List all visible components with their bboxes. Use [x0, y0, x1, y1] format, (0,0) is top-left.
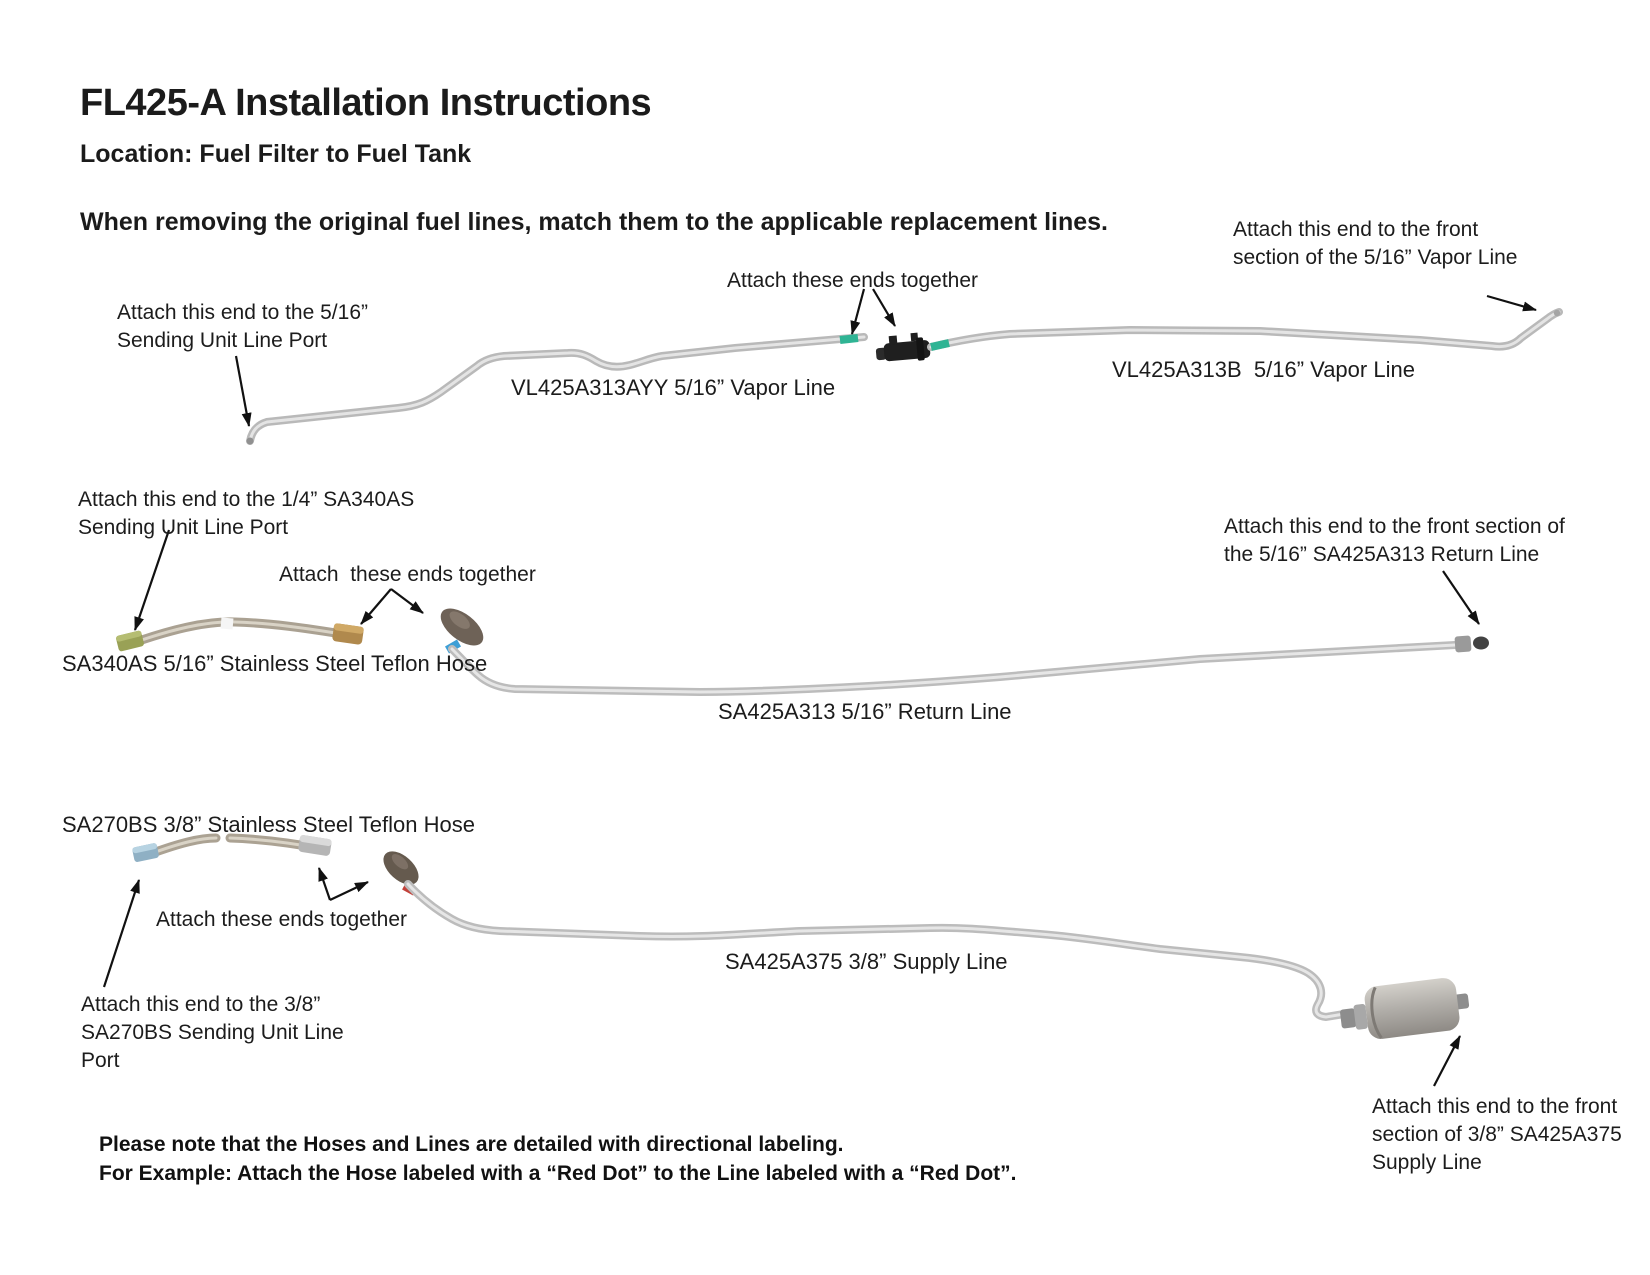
vapor-line-1-image: [246, 333, 868, 445]
vapor-line-2-image: [927, 308, 1563, 351]
line-end-fitting: [383, 851, 419, 885]
line-end-fitting-right: [1454, 635, 1489, 653]
supply-line-image: [383, 851, 1470, 1039]
annotation-return-attach-together: Attach these ends together: [279, 563, 536, 586]
arrow: [317, 867, 332, 901]
arrow: [234, 355, 252, 427]
annotation-supply-front: Attach this end to the front section of …: [1372, 1095, 1622, 1174]
annotation-return-front: Attach this end to the front section of …: [1224, 515, 1565, 566]
sa340as-hose-image: [116, 617, 364, 652]
line-end-tip: [246, 437, 254, 445]
annotation-vapor-attach-together: Attach these ends together: [727, 269, 979, 292]
arrow: [329, 881, 369, 901]
annotation-supply-attach-together: Attach these ends together: [156, 908, 408, 931]
annotation-supply-sending-port: Attach this end to the 3/8” SA270BS Send…: [81, 993, 344, 1072]
annotation-return-sending-port: Attach this end to the 1/4” SA340AS Send…: [78, 488, 415, 539]
arrow: [360, 588, 392, 625]
sa270bs-hose-image: [132, 833, 332, 862]
hose-fitting-right: [332, 623, 364, 645]
hose-fitting-left: [132, 843, 159, 862]
return-line-image: [440, 608, 1489, 697]
label-supply-line: SA425A375 3/8” Supply Line: [725, 949, 1008, 974]
label-sa340as-hose: SA340AS 5/16” Stainless Steel Teflon Hos…: [62, 651, 488, 676]
annotation-arrows: [102, 288, 1537, 1087]
arrow: [390, 588, 424, 614]
arrow: [872, 288, 896, 327]
label-vapor-line-1: VL425A313AYY 5/16” Vapor Line: [511, 375, 836, 400]
footer-note-line1: Please note that the Hoses and Lines are…: [99, 1133, 844, 1156]
arrow: [133, 529, 171, 631]
line-end-tip: [1553, 309, 1561, 317]
label-vapor-line-2: VL425A313B 5/16” Vapor Line: [1112, 357, 1415, 382]
hose-fitting-left: [116, 630, 144, 652]
intro-instruction: When removing the original fuel lines, m…: [80, 208, 1108, 236]
arrow: [1442, 570, 1480, 625]
green-marker-band: [930, 339, 950, 351]
hose-fitting-right: [298, 835, 332, 856]
annotation-vapor-front: Attach this end to the front section of …: [1233, 218, 1518, 269]
hose-label-band: [220, 617, 234, 630]
label-return-line: SA425A313 5/16” Return Line: [718, 699, 1012, 724]
line-end-fitting: [440, 608, 484, 646]
page-title: FL425-A Installation Instructions: [80, 82, 652, 124]
page-subtitle: Location: Fuel Filter to Fuel Tank: [80, 140, 472, 168]
arrow: [1486, 294, 1537, 312]
arrow: [850, 288, 866, 335]
quick-connector-image: [875, 332, 931, 362]
label-sa270bs-hose: SA270BS 3/8” Stainless Steel Teflon Hose: [62, 812, 475, 837]
fuel-filter-image: [1340, 978, 1470, 1039]
green-marker-band: [839, 334, 859, 344]
arrow: [102, 879, 141, 988]
annotation-vapor-sending-port: Attach this end to the 5/16” Sending Uni…: [117, 301, 368, 352]
footer-note-line2: For Example: Attach the Hose labeled wit…: [99, 1162, 1017, 1185]
arrow: [1433, 1035, 1461, 1087]
